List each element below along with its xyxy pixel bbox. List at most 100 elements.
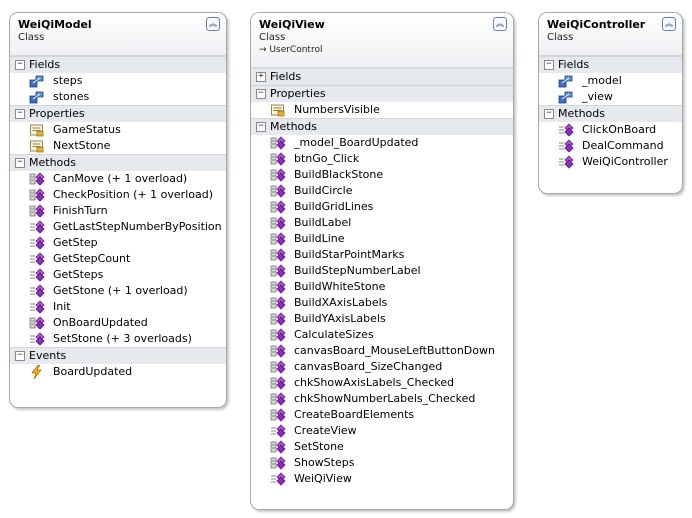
collapse-minus-icon[interactable]: − <box>256 89 266 99</box>
collapse-minus-icon[interactable]: − <box>256 122 266 132</box>
member-row[interactable]: CanMove (+ 1 overload) <box>10 171 226 187</box>
member-row[interactable]: OnBoardUpdated <box>10 315 226 331</box>
member-row[interactable]: ShowSteps <box>251 455 513 471</box>
member-row[interactable]: GetLastStepNumberByPosition <box>10 219 226 235</box>
member-row[interactable]: canvasBoard_SizeChanged <box>251 359 513 375</box>
private-method-icon <box>270 360 286 374</box>
member-row[interactable]: BuildStepNumberLabel <box>251 263 513 279</box>
collapse-minus-icon[interactable]: − <box>15 60 25 70</box>
member-row[interactable]: BuildWhiteStone <box>251 279 513 295</box>
section-header-methods[interactable]: −Methods <box>251 118 513 135</box>
section-header-events[interactable]: −Events <box>10 347 226 364</box>
member-row[interactable]: BuildStarPointMarks <box>251 247 513 263</box>
private-method-icon <box>270 296 286 310</box>
member-row[interactable]: GetStepCount <box>10 251 226 267</box>
member-row[interactable]: BuildYAxisLabels <box>251 311 513 327</box>
member-row[interactable]: GetStep <box>10 235 226 251</box>
section-title: Properties <box>29 107 85 120</box>
property-icon <box>29 123 45 137</box>
member-label: OnBoardUpdated <box>53 316 148 329</box>
member-row[interactable]: steps <box>10 73 226 89</box>
member-row[interactable]: DealCommand <box>539 138 682 154</box>
class-header[interactable]: WeiQiModel Class ︽ <box>10 13 226 56</box>
member-row[interactable]: BuildCircle <box>251 183 513 199</box>
collapse-minus-icon[interactable]: − <box>544 60 554 70</box>
member-row[interactable]: btnGo_Click <box>251 151 513 167</box>
collapse-minus-icon[interactable]: − <box>15 158 25 168</box>
section-header-fields[interactable]: −Fields <box>539 56 682 73</box>
private-method-icon <box>270 232 286 246</box>
member-row[interactable]: SetStone (+ 3 overloads) <box>10 331 226 347</box>
property-icon <box>270 103 286 117</box>
member-row[interactable]: BuildLine <box>251 231 513 247</box>
base-class: → UserControl <box>259 44 505 58</box>
member-row[interactable]: ClickOnBoard <box>539 122 682 138</box>
member-row[interactable]: CheckPosition (+ 1 overload) <box>10 187 226 203</box>
member-label: CanMove (+ 1 overload) <box>53 172 188 185</box>
member-label: stones <box>53 90 90 103</box>
member-row[interactable]: GetStone (+ 1 overload) <box>10 283 226 299</box>
event-icon <box>29 364 45 380</box>
member-row[interactable]: FinishTurn <box>10 203 226 219</box>
section-header-properties[interactable]: −Properties <box>10 105 226 122</box>
member-row[interactable]: stones <box>10 89 226 105</box>
member-row[interactable]: CreateBoardElements <box>251 407 513 423</box>
public-method-icon <box>558 155 574 169</box>
member-label: SetStone (+ 3 overloads) <box>53 332 192 345</box>
member-row[interactable]: GameStatus <box>10 122 226 138</box>
member-row[interactable]: CreateView <box>251 423 513 439</box>
private-method-icon <box>270 392 286 406</box>
section-title: Methods <box>558 107 605 120</box>
expand-plus-icon[interactable]: + <box>256 72 266 82</box>
inheritance-arrow-icon: → <box>259 45 267 55</box>
section-header-fields[interactable]: +Fields <box>251 68 513 85</box>
member-row[interactable]: BoardUpdated <box>10 364 226 380</box>
class-kind: Class <box>18 32 45 43</box>
public-method-icon <box>29 332 45 346</box>
member-row[interactable]: GetSteps <box>10 267 226 283</box>
class-header[interactable]: WeiQiView Class → UserControl ︽ <box>251 13 513 68</box>
collapse-chevron-icon[interactable]: ︽ <box>662 17 676 31</box>
member-row[interactable]: _model <box>539 73 682 89</box>
member-label: BuildGridLines <box>294 200 374 213</box>
class-box-weiqicontroller[interactable]: WeiQiController Class ︽ −Fields_model_vi… <box>538 12 683 194</box>
public-method-icon <box>29 220 45 234</box>
member-row[interactable]: BuildBlackStone <box>251 167 513 183</box>
section-header-methods[interactable]: −Methods <box>10 154 226 171</box>
private-method-icon <box>270 216 286 230</box>
member-label: GetStep <box>53 236 98 249</box>
class-box-weiqiview[interactable]: WeiQiView Class → UserControl ︽ +Fields−… <box>250 12 514 510</box>
member-row[interactable]: WeiQiController <box>539 154 682 170</box>
member-label: BuildStepNumberLabel <box>294 264 421 277</box>
member-row[interactable]: NumbersVisible <box>251 102 513 118</box>
member-row[interactable]: canvasBoard_MouseLeftButtonDown <box>251 343 513 359</box>
class-header[interactable]: WeiQiController Class ︽ <box>539 13 682 56</box>
collapse-chevron-icon[interactable]: ︽ <box>206 17 220 31</box>
member-row[interactable]: Init <box>10 299 226 315</box>
member-label: GetStone (+ 1 overload) <box>53 284 188 297</box>
member-row[interactable]: chkShowNumberLabels_Checked <box>251 391 513 407</box>
section-header-properties[interactable]: −Properties <box>251 85 513 102</box>
member-row[interactable]: SetStone <box>251 439 513 455</box>
collapse-chevron-icon[interactable]: ︽ <box>493 17 507 31</box>
collapse-minus-icon[interactable]: − <box>544 109 554 119</box>
collapse-minus-icon[interactable]: − <box>15 351 25 361</box>
public-method-icon <box>558 123 574 137</box>
member-row[interactable]: _model_BoardUpdated <box>251 135 513 151</box>
member-label: ShowSteps <box>294 456 355 469</box>
section-header-methods[interactable]: −Methods <box>539 105 682 122</box>
member-label: CreateBoardElements <box>294 408 415 421</box>
member-label: BuildWhiteStone <box>294 280 386 293</box>
member-row[interactable]: WeiQiView <box>251 471 513 487</box>
member-row[interactable]: BuildGridLines <box>251 199 513 215</box>
section-header-fields[interactable]: −Fields <box>10 56 226 73</box>
member-row[interactable]: NextStone <box>10 138 226 154</box>
public-method-icon <box>29 284 45 298</box>
member-row[interactable]: BuildLabel <box>251 215 513 231</box>
member-row[interactable]: chkShowAxisLabels_Checked <box>251 375 513 391</box>
member-row[interactable]: CalculateSizes <box>251 327 513 343</box>
collapse-minus-icon[interactable]: − <box>15 109 25 119</box>
member-row[interactable]: _view <box>539 89 682 105</box>
member-row[interactable]: BuildXAxisLabels <box>251 295 513 311</box>
